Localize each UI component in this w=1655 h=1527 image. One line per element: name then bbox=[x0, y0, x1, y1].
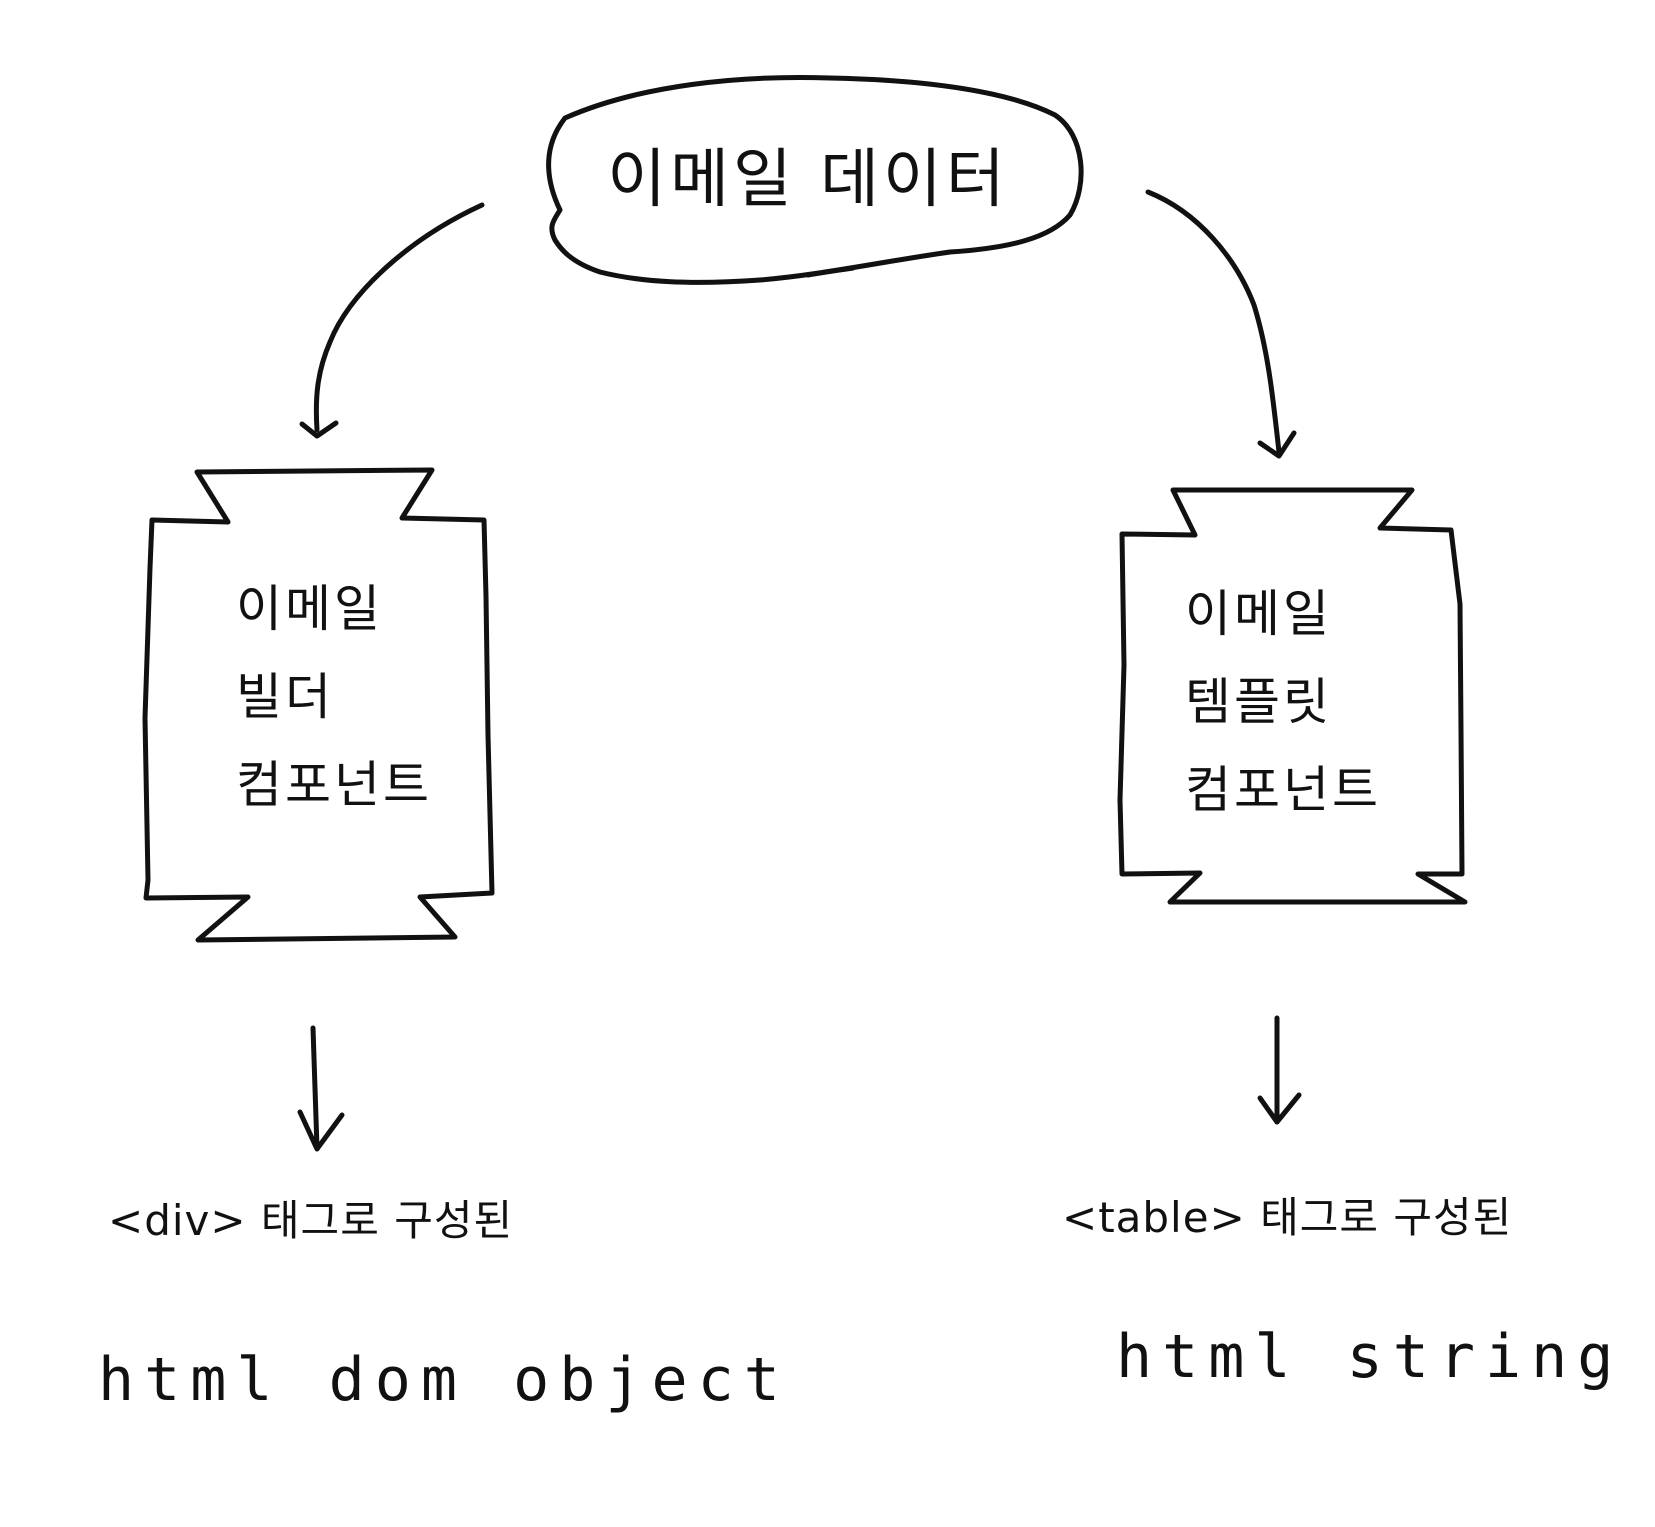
left-curved-arrow bbox=[313, 202, 485, 433]
email-template-line-2: 템플릿 bbox=[1185, 673, 1332, 731]
email-data-label: 이메일 데이터 bbox=[607, 143, 1009, 217]
source-ellipse-overlap bbox=[805, 265, 856, 278]
source-ellipse bbox=[546, 74, 1084, 285]
email-builder-line-2: 빌더 bbox=[236, 668, 334, 726]
div-tag-caption: <div> 태그로 구성된 bbox=[108, 1196, 514, 1245]
left-down-arrow bbox=[310, 1025, 320, 1151]
email-builder-component-label: 이메일 빌더 컴포넌트 bbox=[236, 565, 432, 829]
left-scroll-box bbox=[142, 467, 495, 943]
html-string-label: html string bbox=[1116, 1322, 1624, 1392]
right-curved-arrow bbox=[1145, 189, 1282, 455]
right-down-arrowhead bbox=[1257, 1092, 1302, 1125]
right-curved-arrowhead bbox=[1257, 430, 1297, 459]
left-down-arrowhead bbox=[297, 1109, 345, 1152]
email-builder-line-3: 컴포넌트 bbox=[236, 756, 432, 814]
email-builder-line-1: 이메일 bbox=[236, 580, 383, 638]
table-tag-caption: <table> 태그로 구성된 bbox=[1062, 1193, 1513, 1242]
left-curved-arrowhead bbox=[299, 420, 339, 439]
email-template-line-3: 컴포넌트 bbox=[1185, 761, 1381, 819]
html-dom-object-label: html dom object bbox=[98, 1345, 790, 1415]
right-scroll-box bbox=[1117, 487, 1468, 905]
email-template-component-label: 이메일 템플릿 컴포넌트 bbox=[1185, 570, 1381, 834]
email-template-line-1: 이메일 bbox=[1185, 585, 1332, 643]
